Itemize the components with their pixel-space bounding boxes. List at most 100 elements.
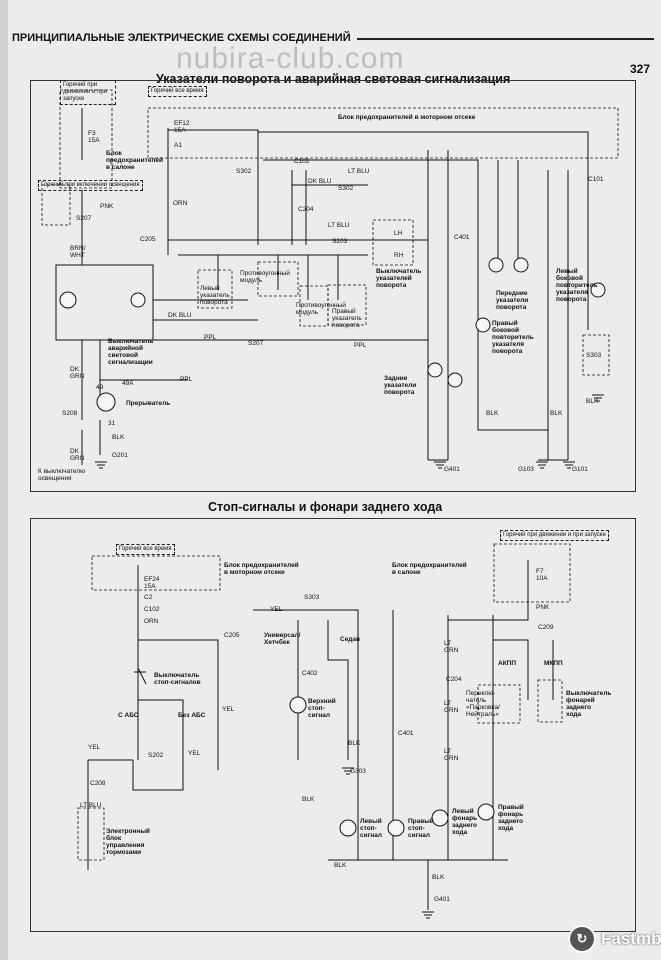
dk-grn-label: DK GRN [70, 366, 85, 380]
blk-label-5: BLK [432, 874, 445, 881]
lh-label: LH [394, 230, 403, 237]
front-turn-label: Передние указатели поворота [496, 290, 529, 311]
right-reverse-label: Правый фонарь заднего хода [498, 804, 524, 832]
s303-label-2: S303 [304, 594, 320, 601]
dk-blu-label-2: DK BLU [168, 312, 192, 319]
blk-label-3: BLK [302, 796, 315, 803]
right-side-repeater-label: Правый боковой повторитель указателя пов… [492, 320, 534, 355]
sedan-label: Седан [340, 636, 360, 643]
lt-blu-label-2: LT BLU [328, 222, 350, 229]
yel-label-2: YEL [88, 744, 101, 751]
s207-label-top: S207 [76, 215, 92, 222]
fuse-f3-label: F3 15A [88, 130, 100, 144]
blk-label-rear: BLK [486, 410, 499, 417]
running-title: ПРИНЦИПИАЛЬНЫЕ ЭЛЕКТРИЧЕСКИЕ СХЕМЫ СОЕДИ… [12, 32, 357, 44]
g101-label: G101 [572, 466, 588, 473]
rear-turn-label: Задние указатели поворота [384, 375, 417, 396]
diagram2-title: Стоп-сигналы и фонари заднего хода [208, 500, 443, 514]
s303-label: S303 [586, 352, 602, 359]
watermark: nubira-club.com [176, 42, 405, 75]
s207-label-bottom: S207 [248, 340, 264, 347]
g302-region-label: BLK [586, 398, 599, 405]
g401-label-2: G401 [434, 896, 450, 903]
mkpp-label: МКПП [544, 660, 563, 667]
c101-label: C101 [588, 176, 604, 183]
pin-31-label: 31 [108, 420, 116, 427]
akpp-label: АКПП [498, 660, 517, 667]
pnk-label-2: PNK [536, 604, 550, 611]
ppl-label: PPL [204, 334, 217, 341]
left-side-repeater-label: Левый боковой повторитель указателя пово… [556, 268, 598, 303]
s202-label-2: S202 [148, 752, 164, 759]
blk-label-2: BLK [348, 740, 361, 747]
left-stop-label: Левый стоп- сигнал [360, 818, 382, 839]
fuse-block-cabin-label: Блок предохранителей в салоне [106, 150, 164, 171]
brn-wht-label: BRN/ WHT [70, 245, 86, 259]
hot-run-start-box: Горячий при движении и при запуске [60, 80, 116, 105]
s203-label: S203 [332, 238, 348, 245]
to-lighting-switch-label: К выключателю освещения [38, 468, 85, 482]
site-logo: ↻ Fastmb [568, 925, 661, 953]
logo-text: Fastmb [601, 929, 661, 948]
hot-lighting-box: Горячий при включении освещения [38, 180, 143, 191]
a1-label: A1 [174, 142, 182, 149]
rh-label: RH [394, 252, 404, 259]
pin-49a-label: 49A [122, 380, 134, 387]
blk-label-4: BLK [334, 862, 347, 869]
hot-always-box-2: Горячий все время [116, 544, 175, 555]
lt-grn-label-1: LT GRN [444, 640, 459, 654]
lt-blu-label: LT BLU [348, 168, 370, 175]
turn-switch-label: Выключатель указателей поворота [376, 268, 422, 289]
diagram1-frame [30, 80, 636, 492]
c102-label-2: C102 [144, 606, 160, 613]
c208-label: C208 [90, 780, 106, 787]
lt-blu-label-3: LT BLU [80, 802, 102, 809]
pnk-label: PNK [100, 203, 114, 210]
high-stop-label: Верхний стоп- сигнал [308, 698, 336, 719]
g201-label: G201 [112, 452, 128, 459]
s302-label-2: S302 [338, 185, 354, 192]
flasher-label: Прерыватель [126, 400, 171, 407]
hot-run-start-box-2: Горячий при движении и при запуске [500, 530, 609, 541]
diagram2-frame [30, 518, 636, 932]
yel-label-3: YEL [188, 750, 201, 757]
hazard-switch-label: Выключатель аварийной световой сигнализа… [108, 338, 154, 366]
c204-label: C204 [298, 206, 314, 213]
c401-label: C401 [454, 234, 470, 241]
dk-grn-label-2: DK GRN [70, 448, 85, 462]
ef12-label: EF12 15A [174, 120, 190, 134]
c205-label-2: C205 [224, 632, 240, 639]
running-header: ПРИНЦИПИАЛЬНЫЕ ЭЛЕКТРИЧЕСКИЕ СХЕМЫ СОЕДИ… [8, 30, 661, 52]
c401-label-2: C401 [398, 730, 414, 737]
lt-grn-label-2: LT GRN [444, 700, 459, 714]
g103-label: G103 [518, 466, 534, 473]
c209-label: C209 [538, 624, 554, 631]
hot-always-box: Горячий все время [148, 86, 207, 97]
c2-label: C2 [144, 594, 153, 601]
s302-label: S302 [236, 168, 252, 175]
page-gutter [0, 0, 8, 960]
lt-grn-label-3: LT GRN [444, 748, 459, 762]
manual-page: ПРИНЦИПИАЛЬНЫЕ ЭЛЕКТРИЧЕСКИЕ СХЕМЫ СОЕДИ… [8, 0, 661, 960]
g303-label: G303 [350, 768, 366, 775]
left-reverse-label: Левый фонарь заднего хода [452, 808, 478, 836]
anti-theft-label: Противоугонный модуль [240, 270, 290, 284]
logo-icon: ↻ [568, 925, 596, 953]
anti-theft-label-2: Противоугонный модуль [296, 302, 346, 316]
fuse-block-engine-label: Блок предохранителей в моторном отсеке [338, 114, 476, 121]
blk-label-flasher: BLK [112, 434, 125, 441]
ppl-label-2: PPL [354, 342, 367, 349]
right-turn-indicator-label: Правый указатель поворота [332, 308, 362, 329]
yel-label-1: YEL [222, 706, 235, 713]
right-stop-label: Правый стоп- сигнал [408, 818, 434, 839]
left-turn-mirror-label: Левый указатель поворота [200, 285, 230, 306]
dk-blu-label: DK BLU [308, 178, 332, 185]
orn-label: ORN [173, 200, 188, 207]
f7-label: F7 10A [536, 568, 548, 582]
c102-label: C102 [294, 158, 310, 165]
park-neutral-label: Переклю- чатель «Парковка/ Нейтраль» [466, 690, 500, 718]
c205-label: C205 [140, 236, 156, 243]
with-abs-label: С АБС [118, 712, 139, 719]
wiring-lines [41, 89, 619, 919]
page-number: 327 [630, 62, 651, 76]
